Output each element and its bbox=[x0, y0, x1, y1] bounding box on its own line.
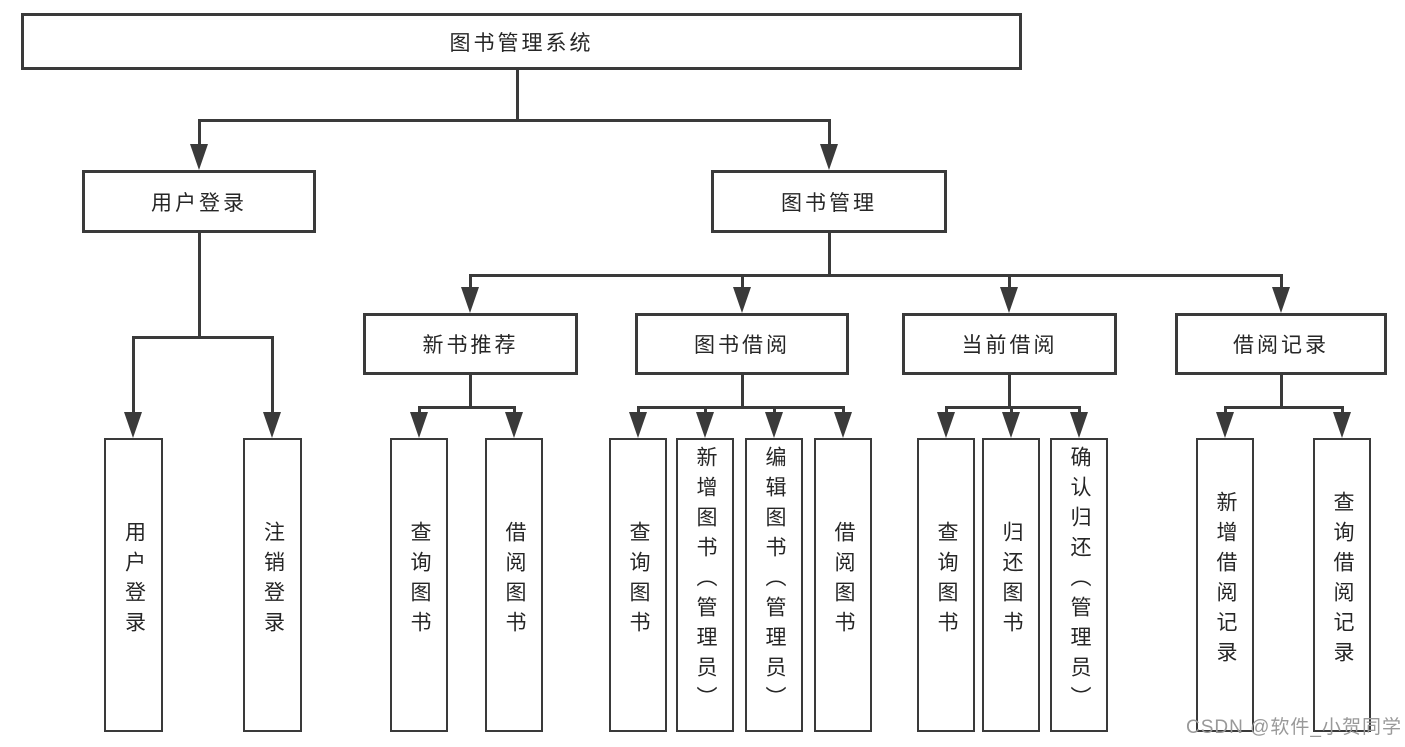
arrow-down-icon bbox=[834, 412, 852, 438]
connector-line bbox=[468, 375, 472, 409]
connector-line bbox=[1007, 274, 1011, 295]
node-current-borrow-label: 当前借阅 bbox=[961, 334, 1058, 357]
node-new-book-recommend-label: 新书推荐 bbox=[422, 334, 519, 357]
arrow-down-icon bbox=[820, 144, 838, 170]
connector-line bbox=[197, 119, 201, 152]
arrow-down-icon bbox=[505, 412, 523, 438]
leaf-user-login: 用户登录 bbox=[104, 438, 163, 732]
leaf-cb-return-books-label: 归还图书 bbox=[1000, 521, 1023, 641]
leaf-cb-query-books: 查询图书 bbox=[917, 438, 975, 732]
node-root: 图书管理系统 bbox=[21, 13, 1022, 70]
node-book-management-label: 图书管理 bbox=[781, 191, 877, 215]
arrow-down-icon bbox=[1000, 287, 1018, 313]
leaf-logout-label: 注销登录 bbox=[261, 521, 285, 641]
leaf-user-login-label: 用户登录 bbox=[122, 521, 146, 641]
arrow-down-icon bbox=[1272, 287, 1290, 313]
leaf-bb-borrow-books: 借阅图书 bbox=[814, 438, 872, 732]
connector-line bbox=[468, 274, 472, 295]
leaf-rec-borrow-books-label: 借阅图书 bbox=[503, 521, 526, 641]
connector-line bbox=[740, 375, 744, 409]
connector-line bbox=[827, 119, 831, 152]
node-current-borrow: 当前借阅 bbox=[902, 313, 1117, 375]
leaf-bb-query-books-label: 查询图书 bbox=[627, 521, 650, 641]
connector-line bbox=[515, 69, 519, 122]
watermark: CSDN @软件_小贺同学 bbox=[1186, 717, 1402, 738]
connector-line bbox=[1007, 375, 1011, 409]
connector-line bbox=[740, 274, 744, 295]
leaf-br-query-record-label: 查询借阅记录 bbox=[1331, 491, 1354, 671]
leaf-bb-edit-books-label: 编辑图书（管理员） bbox=[763, 446, 786, 716]
connector-line bbox=[1223, 406, 1344, 409]
leaf-logout: 注销登录 bbox=[243, 438, 302, 732]
connector-line bbox=[1279, 274, 1283, 295]
node-user-login-label: 用户登录 bbox=[151, 191, 247, 215]
leaf-rec-query-books-label: 查询图书 bbox=[408, 521, 431, 641]
leaf-bb-query-books: 查询图书 bbox=[609, 438, 667, 732]
arrow-down-icon bbox=[124, 412, 142, 438]
connector-line bbox=[270, 336, 274, 420]
leaf-bb-add-books-label: 新增图书（管理员） bbox=[694, 446, 717, 716]
arrow-down-icon bbox=[1216, 412, 1234, 438]
leaf-bb-edit-books: 编辑图书（管理员） bbox=[745, 438, 803, 732]
node-book-management: 图书管理 bbox=[711, 170, 947, 233]
arrow-down-icon bbox=[190, 144, 208, 170]
node-book-borrow: 图书借阅 bbox=[635, 313, 849, 375]
arrow-down-icon bbox=[696, 412, 714, 438]
arrow-down-icon bbox=[410, 412, 428, 438]
node-new-book-recommend: 新书推荐 bbox=[363, 313, 578, 375]
connector-line bbox=[1279, 375, 1283, 409]
connector-line bbox=[468, 274, 1283, 277]
leaf-bb-add-books: 新增图书（管理员） bbox=[676, 438, 734, 732]
arrow-down-icon bbox=[263, 412, 281, 438]
leaf-cb-query-books-label: 查询图书 bbox=[935, 521, 958, 641]
connector-line bbox=[131, 336, 135, 420]
node-borrow-records: 借阅记录 bbox=[1175, 313, 1387, 375]
leaf-rec-query-books: 查询图书 bbox=[390, 438, 448, 732]
arrow-down-icon bbox=[629, 412, 647, 438]
leaf-bb-borrow-books-label: 借阅图书 bbox=[832, 521, 855, 641]
node-book-borrow-label: 图书借阅 bbox=[694, 334, 790, 357]
leaf-cb-confirm-return-label: 确认归还（管理员） bbox=[1068, 446, 1091, 716]
leaf-br-query-record: 查询借阅记录 bbox=[1313, 438, 1371, 732]
node-user-login: 用户登录 bbox=[82, 170, 316, 233]
arrow-down-icon bbox=[1070, 412, 1088, 438]
connector-line bbox=[197, 233, 201, 339]
connector-line bbox=[131, 336, 274, 339]
node-borrow-records-label: 借阅记录 bbox=[1233, 334, 1329, 357]
connector-line bbox=[827, 233, 831, 277]
leaf-rec-borrow-books: 借阅图书 bbox=[485, 438, 543, 732]
arrow-down-icon bbox=[1333, 412, 1351, 438]
leaf-br-add-record-label: 新增借阅记录 bbox=[1214, 491, 1237, 671]
leaf-br-add-record: 新增借阅记录 bbox=[1196, 438, 1254, 732]
connector-line bbox=[944, 406, 1081, 409]
leaf-cb-return-books: 归还图书 bbox=[982, 438, 1040, 732]
node-root-label: 图书管理系统 bbox=[449, 31, 594, 55]
arrow-down-icon bbox=[1002, 412, 1020, 438]
arrow-down-icon bbox=[733, 287, 751, 313]
leaf-cb-confirm-return: 确认归还（管理员） bbox=[1050, 438, 1108, 732]
connector-line bbox=[417, 406, 516, 409]
connector-line bbox=[197, 119, 831, 122]
arrow-down-icon bbox=[937, 412, 955, 438]
arrow-down-icon bbox=[461, 287, 479, 313]
connector-line bbox=[636, 406, 845, 409]
arrow-down-icon bbox=[765, 412, 783, 438]
